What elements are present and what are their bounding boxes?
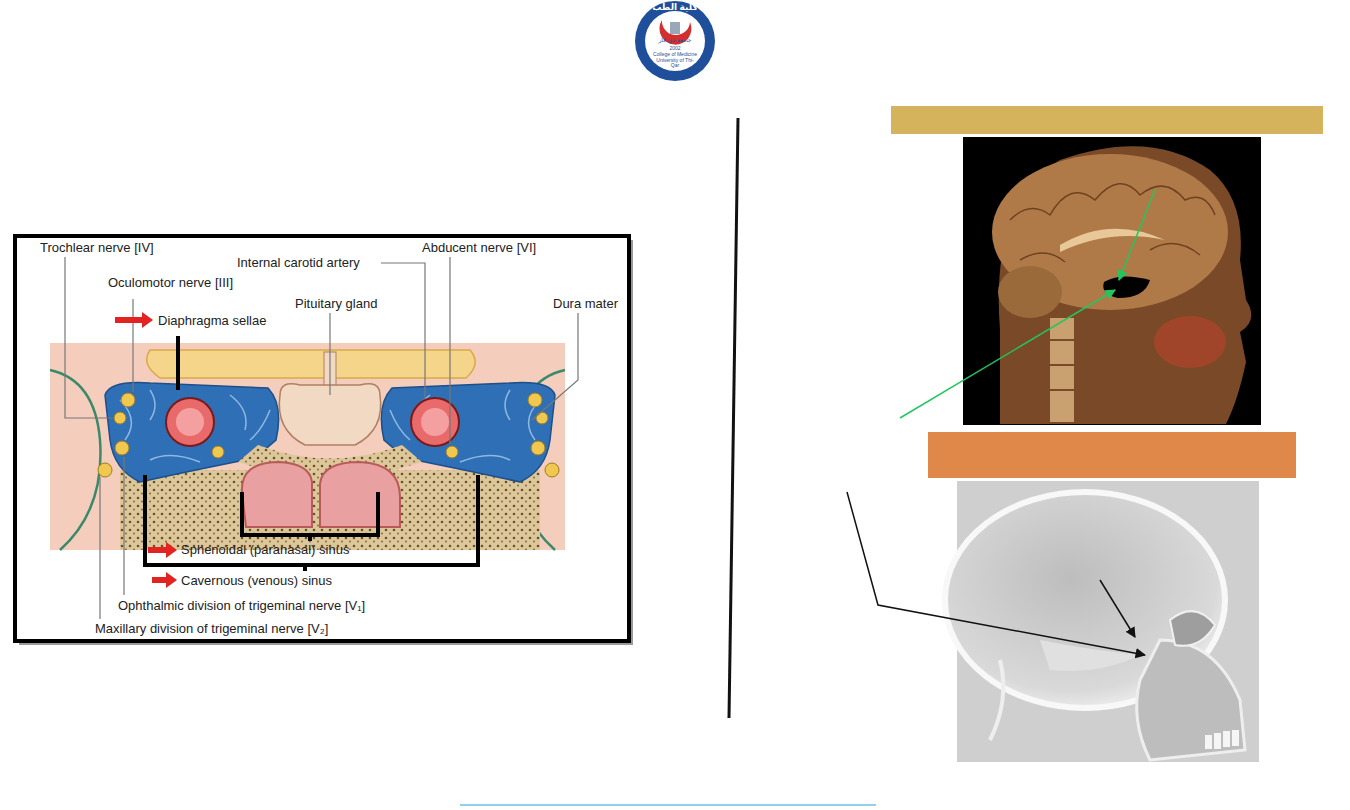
logo-title: كلية الطب <box>640 2 710 13</box>
heading-bar <box>891 106 1323 134</box>
logo-ring <box>635 1 715 81</box>
figure-frame <box>15 236 629 641</box>
pointer-arrows <box>847 190 1155 655</box>
dura-line <box>50 370 101 550</box>
part-label: Maxillary division of trigeminal nerve [… <box>95 621 328 636</box>
footer-rule <box>460 804 876 806</box>
part-label: Abducent nerve [VI] <box>422 240 536 255</box>
logo-college-name: College of Medicine University of Thi-Qa… <box>653 52 697 69</box>
heading-bar <box>928 432 1296 478</box>
part-label: Pituitary gland <box>295 296 377 311</box>
cavernous-sinus <box>381 383 555 483</box>
sphenoidal-sinus <box>242 462 312 527</box>
college-logo <box>635 1 715 81</box>
cavernous-sinus-section <box>50 343 565 550</box>
leader-lines <box>65 257 578 619</box>
logo-year: 2002 <box>655 45 695 51</box>
skull-xray <box>945 481 1259 762</box>
artery-lumen <box>421 408 449 436</box>
part-label: Diaphragma sellae <box>158 313 266 328</box>
cranial-nerves <box>98 393 559 477</box>
part-label: Cavernous (venous) sinus <box>181 573 332 588</box>
part-label: Ophthalmic division of trigeminal nerve … <box>118 598 365 613</box>
logo-building <box>670 22 680 34</box>
part-label: Trochlear nerve [IV] <box>40 240 154 255</box>
brain-band <box>147 350 475 378</box>
tissue-ground <box>50 343 565 550</box>
artery-lumen <box>176 408 204 436</box>
divider-line <box>729 118 738 718</box>
internal-carotid-artery <box>166 398 214 446</box>
red-pointer-arrows <box>115 312 177 588</box>
sphenoidal-sinus <box>320 462 400 527</box>
part-label: Sphenoidal (paranasal) sinus <box>181 542 349 557</box>
part-label: Dura mater <box>553 296 618 311</box>
sagittal-section-photo <box>963 137 1261 425</box>
logo-university: جامعة ذي قار <box>650 37 700 44</box>
part-label: Internal carotid artery <box>237 255 360 270</box>
part-label: Oculomotor nerve [III] <box>108 275 233 290</box>
internal-carotid-artery <box>411 398 459 446</box>
logo-face <box>645 11 705 71</box>
brackets <box>145 336 478 571</box>
